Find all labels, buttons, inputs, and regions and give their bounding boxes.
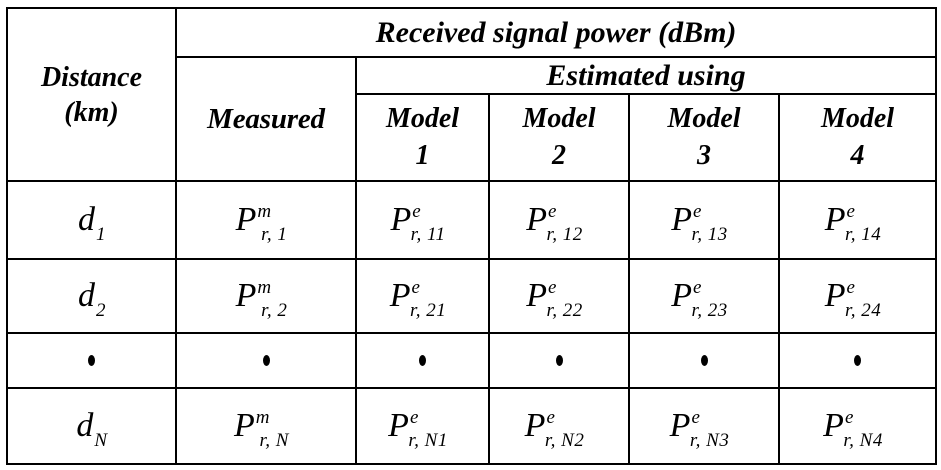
- math-expression: d1: [78, 201, 106, 245]
- header-row-estimated: Measured Estimated using: [7, 56, 938, 182]
- math-expression: Pmr, 2: [235, 277, 288, 321]
- cell-estimate-model-2: Per, N2: [488, 387, 630, 465]
- math-expression: Per, 21: [389, 277, 447, 321]
- ellipsis-dot-icon: [555, 355, 563, 367]
- header-model-3-line1: Model: [667, 103, 741, 135]
- cell-estimate-model-1: Per, N1: [355, 387, 490, 465]
- header-model-4-line2: 4: [850, 139, 865, 171]
- cell-estimate-model-1: Per, 21: [355, 258, 490, 334]
- cell-estimate-model-4: Per, N4: [777, 387, 938, 465]
- math-expression: Per, 24: [824, 277, 882, 321]
- cell-distance: d2: [6, 258, 177, 334]
- math-expression: Per, 23: [671, 277, 728, 321]
- ellipsis-dot-icon: [854, 355, 862, 367]
- cell-estimate-model-3-ellipsis: [628, 332, 780, 389]
- cell-estimate-model-4: Per, 24: [777, 258, 938, 334]
- math-expression: Per, N1: [388, 407, 448, 451]
- header-model-2-line1: Model: [522, 103, 596, 135]
- signal-power-table-container: Distance (km) Received signal power (dBm…: [6, 7, 938, 465]
- math-expression: Per, N3: [669, 407, 730, 451]
- math-expression: Pmr, N: [234, 407, 289, 451]
- cell-estimate-model-3: Per, 13: [628, 180, 780, 260]
- cell-estimate-model-4: Per, 14: [777, 180, 938, 260]
- ellipsis-dot-icon: [700, 355, 708, 367]
- math-expression: Per, 11: [390, 201, 446, 245]
- math-expression: Per, N4: [823, 407, 883, 451]
- header-model-4-line1: Model: [820, 103, 895, 135]
- cell-distance: d1: [6, 180, 177, 260]
- header-measured-cell: Measured: [175, 56, 357, 182]
- header-distance-line2: (km): [64, 96, 119, 128]
- cell-estimate-model-2: Per, 12: [488, 180, 630, 260]
- table-row-ellipsis: [6, 332, 938, 389]
- header-model-4-cell: Model 4: [777, 93, 938, 182]
- math-expression: Pmr, 1: [235, 201, 288, 245]
- received-signal-power-table: Distance (km) Received signal power (dBm…: [6, 7, 938, 465]
- header-model-2-cell: Model 2: [488, 93, 630, 182]
- header-model-3-cell: Model 3: [628, 93, 780, 182]
- ellipsis-dot-icon: [419, 355, 426, 367]
- ellipsis-dot-icon: [88, 355, 95, 367]
- math-expression: dN: [76, 407, 108, 451]
- cell-estimate-model-1-ellipsis: [355, 332, 490, 389]
- header-distance-cell: Distance (km): [6, 7, 177, 182]
- math-expression: Per, 12: [526, 201, 583, 245]
- cell-measured: Pmr, N: [175, 387, 357, 465]
- cell-estimate-model-2: Per, 22: [488, 258, 630, 334]
- header-model-2-line2: 2: [552, 139, 566, 171]
- math-expression: Per, 13: [671, 201, 728, 245]
- header-model-1-line2: 1: [415, 139, 430, 171]
- cell-estimate-model-3: Per, 23: [628, 258, 780, 334]
- table-row: d1 Pmr, 1 Per, 11 Per, 12 Per, 13 Per, 1…: [6, 180, 938, 260]
- cell-distance: dN: [6, 387, 177, 465]
- math-expression: Per, N2: [524, 407, 585, 451]
- cell-measured-ellipsis: [175, 332, 357, 389]
- header-model-1-line1: Model: [385, 103, 460, 135]
- header-model-3-line2: 3: [697, 139, 711, 171]
- header-estimated-using-cell: Estimated using: [354, 56, 938, 95]
- header-received-power-cell: Received signal power (dBm): [174, 7, 938, 58]
- cell-measured: Pmr, 1: [175, 180, 357, 260]
- math-expression: Per, 22: [526, 277, 583, 321]
- header-row-models: Model 1 Model 2 Model 3 Model 4: [7, 93, 938, 182]
- header-model-1-cell: Model 1: [355, 93, 490, 182]
- cell-estimate-model-1: Per, 11: [355, 180, 490, 260]
- math-expression: Per, 14: [824, 201, 882, 245]
- header-row-title: Distance (km) Received signal power (dBm…: [6, 7, 938, 182]
- cell-estimate-model-2-ellipsis: [488, 332, 630, 389]
- table-row: d2 Pmr, 2 Per, 21 Per, 22 Per, 23 Per, 2…: [6, 258, 938, 334]
- math-expression: d2: [78, 277, 106, 321]
- cell-measured: Pmr, 2: [175, 258, 357, 334]
- header-distance-line1: Distance: [40, 61, 143, 93]
- cell-estimate-model-4-ellipsis: [777, 332, 938, 389]
- table-row: dN Pmr, N Per, N1 Per, N2 Per, N3 Per, N…: [6, 387, 938, 465]
- cell-estimate-model-3: Per, N3: [628, 387, 780, 465]
- cell-distance-ellipsis: [6, 332, 177, 389]
- ellipsis-dot-icon: [262, 355, 270, 367]
